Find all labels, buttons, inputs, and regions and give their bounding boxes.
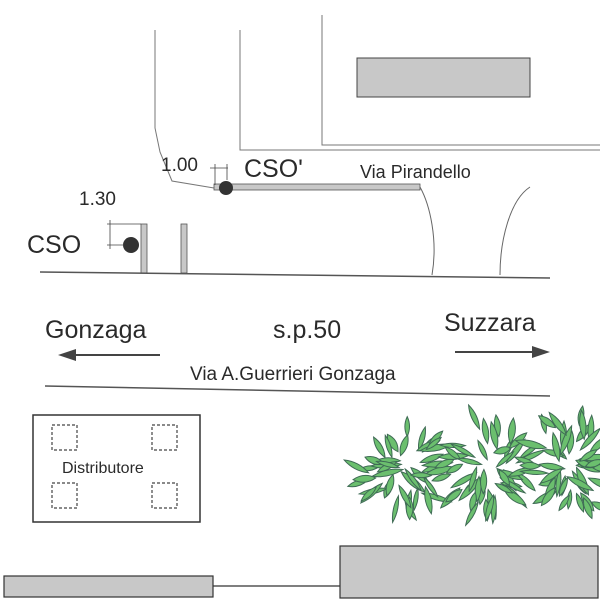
leaf	[434, 458, 455, 469]
leaf	[538, 462, 566, 471]
leaf	[558, 494, 570, 512]
pump-icon	[51, 482, 78, 509]
dimension-label-1-00: 1.00	[161, 155, 198, 176]
leaf	[540, 486, 557, 507]
road-edge-north	[39, 271, 551, 279]
leaf	[519, 461, 542, 470]
leaf	[485, 493, 495, 523]
arrow-right-icon	[455, 346, 550, 358]
road-code-label: s.p.50	[273, 316, 341, 344]
leaf	[507, 416, 516, 445]
boundary-line	[154, 30, 215, 189]
leaf	[558, 476, 568, 498]
leaf	[404, 415, 411, 438]
leaf	[481, 417, 490, 445]
leaf	[373, 436, 386, 459]
cso-prime-manhole	[219, 181, 233, 195]
dimension-cso-prime	[210, 164, 228, 185]
leaf	[360, 486, 378, 502]
pipe-via-pirandello	[213, 183, 421, 191]
leaf	[468, 465, 478, 493]
leaf	[431, 473, 452, 482]
leaf	[424, 485, 433, 516]
leaf	[399, 434, 409, 457]
shrub-icon	[431, 403, 547, 527]
shrub-icon	[343, 415, 470, 525]
leaf	[456, 457, 484, 466]
leaf	[494, 482, 514, 494]
leaf	[398, 484, 412, 509]
leaf	[495, 450, 515, 468]
leaf	[449, 443, 477, 459]
leaf	[582, 496, 593, 520]
leaf	[343, 459, 370, 474]
arrow-left-icon	[58, 349, 160, 361]
leaf	[419, 453, 445, 463]
leaf	[579, 409, 587, 441]
bottom-building-right	[339, 545, 599, 599]
via-pirandello-label: Via Pirandello	[360, 162, 471, 182]
pump-icon	[51, 424, 78, 451]
leaf	[412, 486, 419, 512]
leaf	[492, 446, 513, 455]
building-outline-outer	[239, 30, 600, 151]
leaf	[578, 449, 598, 462]
via-guerrieri-label: Via A.Guerrieri Gonzaga	[190, 364, 396, 385]
leaf	[477, 439, 488, 461]
distributore-label: Distributore	[62, 460, 144, 477]
shrub-icon	[514, 405, 600, 520]
leaf	[584, 459, 600, 468]
leaf	[370, 468, 405, 478]
post-left	[140, 223, 148, 274]
fuel-pumps	[51, 424, 178, 509]
leaf	[445, 488, 463, 503]
leaf	[587, 477, 600, 490]
distributore-box	[32, 414, 201, 523]
leaf	[579, 427, 600, 452]
dimension-cso	[107, 220, 141, 249]
leaf	[575, 492, 585, 513]
leaf	[551, 431, 561, 463]
leaf	[375, 460, 401, 469]
leaf	[537, 415, 557, 429]
leaf	[490, 494, 497, 525]
cso-label: CSO	[27, 231, 81, 259]
suzzara-label: Suzzara	[444, 309, 536, 337]
cso-prime-label: CSO'	[244, 155, 303, 183]
leaf	[391, 494, 400, 525]
pump-icon	[151, 482, 178, 509]
dimension-label-1-30: 1.30	[79, 189, 116, 210]
side-road-left-edge	[419, 186, 435, 276]
shrub-row	[343, 403, 600, 527]
leaf	[404, 467, 423, 492]
leaf	[539, 467, 564, 484]
leaf	[425, 436, 443, 451]
leaf	[548, 411, 567, 437]
leaf	[480, 468, 488, 495]
side-road-right-edge	[499, 186, 531, 276]
leaf	[352, 474, 377, 483]
leaf	[445, 463, 464, 474]
building-block	[356, 57, 531, 98]
road-edge-south	[44, 385, 551, 397]
leaf	[409, 472, 433, 479]
leaf	[489, 420, 499, 451]
pump-icon	[151, 424, 178, 451]
building-outline-inner	[321, 15, 600, 146]
leaf	[518, 469, 550, 476]
post-right	[180, 223, 188, 274]
leaf	[467, 403, 481, 431]
bottom-building-left	[3, 575, 214, 598]
leaf	[514, 439, 548, 450]
leaf	[384, 433, 393, 459]
gonzaga-label: Gonzaga	[45, 316, 147, 344]
leaf	[565, 476, 595, 492]
leaf	[464, 500, 479, 527]
cso-manhole	[123, 237, 139, 253]
leaf	[590, 501, 600, 512]
leaf	[498, 469, 510, 486]
